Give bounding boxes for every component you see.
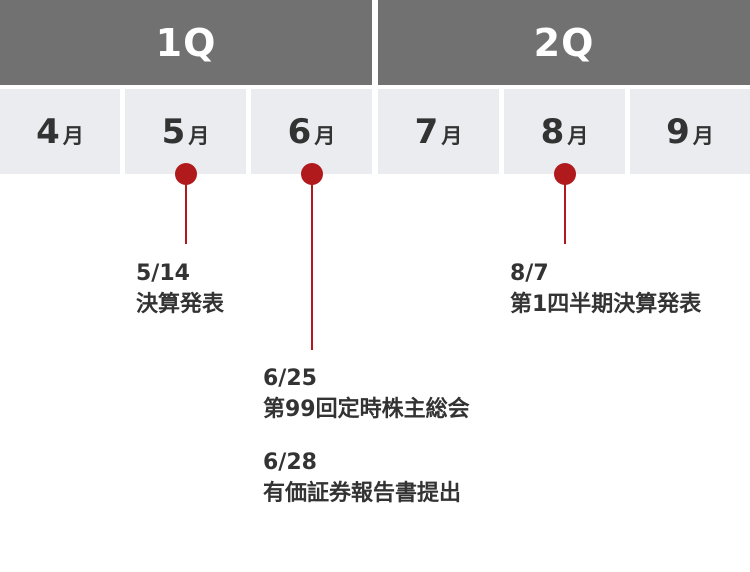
month-unit: 月 <box>188 123 210 148</box>
month-unit: 月 <box>314 123 336 148</box>
month-unit: 月 <box>567 123 589 148</box>
month-number: 7 <box>414 111 439 152</box>
quarter-header-2q: 2Q <box>378 0 750 85</box>
marker-dot-august <box>554 163 576 185</box>
event-description: 第1四半期決算発表 <box>510 292 702 317</box>
month-number: 9 <box>666 111 690 152</box>
marker-dot-may <box>175 163 197 185</box>
event-date: 8/7 <box>510 261 549 286</box>
quarter-header-1q: 1Q <box>0 0 372 85</box>
month-number: 4 <box>36 111 60 152</box>
event-shareholders-meeting: 6/25 第99回定時株主総会 <box>263 363 470 425</box>
event-date: 5/14 <box>136 261 190 286</box>
quarter-label: 2Q <box>533 20 595 65</box>
event-description: 決算発表 <box>136 292 225 317</box>
marker-stem-august <box>564 174 566 244</box>
month-unit: 月 <box>62 123 84 148</box>
month-number: 5 <box>161 111 186 152</box>
month-unit: 月 <box>441 123 463 148</box>
event-date: 6/28 <box>263 450 317 475</box>
quarter-label: 1Q <box>155 20 217 65</box>
month-number: 6 <box>287 111 312 152</box>
marker-stem-june <box>311 174 313 350</box>
event-date: 6/25 <box>263 366 317 391</box>
event-q1-earnings-announcement: 8/7 第1四半期決算発表 <box>510 258 701 320</box>
month-unit: 月 <box>692 123 714 148</box>
marker-dot-june <box>301 163 323 185</box>
event-securities-report: 6/28 有価証券報告書提出 <box>263 447 461 509</box>
month-number: 8 <box>540 111 565 152</box>
marker-stem-may <box>185 174 187 244</box>
event-description: 第99回定時株主総会 <box>263 397 470 422</box>
event-description: 有価証券報告書提出 <box>263 481 462 506</box>
event-earnings-announcement: 5/14 決算発表 <box>136 258 224 320</box>
